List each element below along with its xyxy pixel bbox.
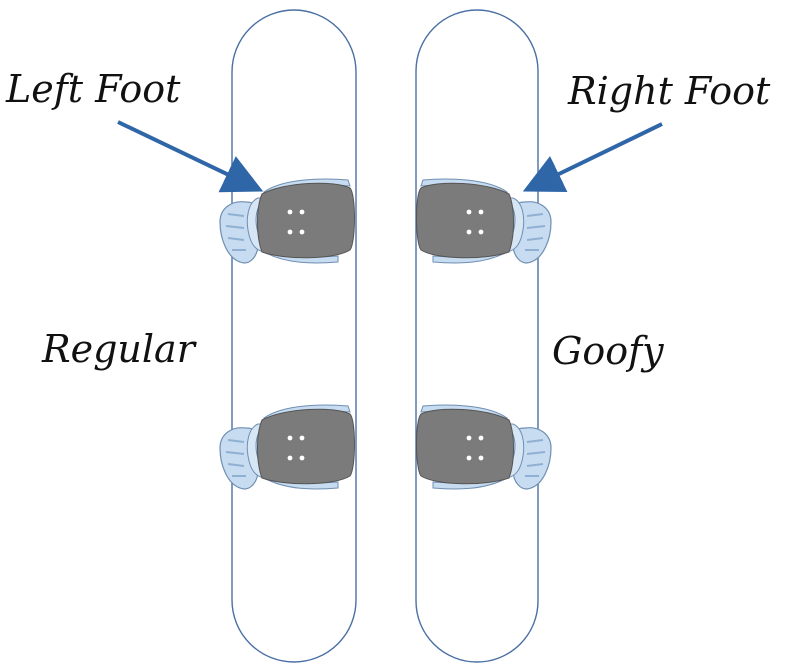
label-left-foot: Left Foot [5,67,181,111]
label-regular: Regular [41,327,198,371]
arrow-right-foot [522,122,663,193]
label-right-foot: Right Foot [567,69,771,113]
snowboard-regular [219,9,357,663]
board-outline-goofy [415,9,539,663]
snowboard-goofy [415,9,552,663]
label-goofy: Goofy [552,329,664,373]
arrow-left-foot [117,120,264,193]
board-outline-regular [231,9,357,663]
